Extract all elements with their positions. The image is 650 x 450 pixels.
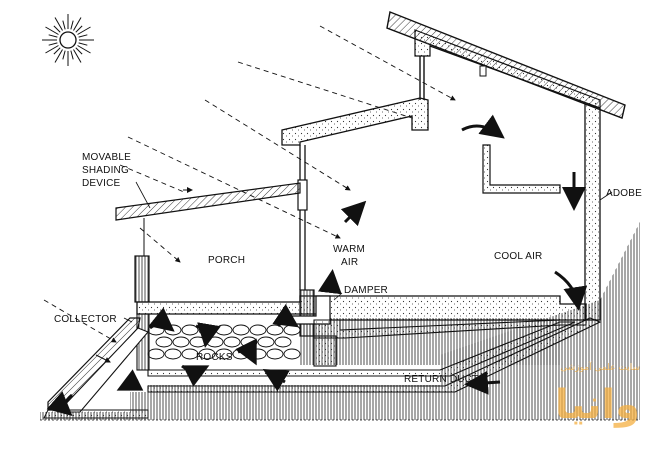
- rock: [172, 336, 190, 348]
- sun-ray: [75, 25, 83, 33]
- label-damper: DAMPER: [344, 285, 388, 296]
- rock: [181, 348, 199, 360]
- airflow-arrows: [46, 114, 588, 416]
- solar-rays: [43, 25, 456, 343]
- rock-bed: [147, 324, 301, 360]
- label-device: DEVICE: [82, 178, 121, 189]
- sun-ray: [78, 34, 88, 38]
- rock: [257, 336, 275, 348]
- adobe-wall: [584, 103, 601, 321]
- sun-ray: [48, 42, 58, 46]
- label-collector: COLLECTOR: [54, 314, 117, 325]
- sun-ray: [73, 17, 82, 31]
- sun-ray: [62, 20, 66, 30]
- solar-collector: [43, 317, 149, 419]
- sun-ray: [53, 25, 61, 33]
- sun-ray: [77, 26, 91, 35]
- labels: MOVABLE SHADING DEVICE PORCH WARM AIR CO…: [54, 152, 642, 385]
- interior-baffle: [482, 144, 561, 194]
- movable-shading-device: [115, 182, 301, 256]
- airflow-arrow-return: [464, 370, 501, 395]
- airflow-arrow-rocks-2: [195, 322, 221, 348]
- clerestory-roof: [281, 97, 429, 146]
- rock: [283, 348, 301, 360]
- rock: [164, 348, 182, 360]
- airflow-arrow-collector: [46, 391, 73, 416]
- label-return-duct: RETURN DUCT: [404, 374, 478, 385]
- rock: [155, 336, 173, 348]
- floor-slab: [136, 295, 587, 321]
- airflow-arrow-rocks-5: [181, 364, 210, 387]
- label-warm: WARM: [333, 244, 365, 255]
- airflow-arrow-top: [461, 114, 505, 139]
- watermark-logo-text: وانیا: [555, 382, 640, 428]
- rock: [274, 336, 292, 348]
- sun-ray: [70, 20, 74, 30]
- porch-pier: [134, 255, 150, 303]
- sun-ray: [75, 47, 83, 55]
- rock: [215, 324, 233, 336]
- sun-ray: [48, 34, 58, 38]
- label-cool-air: COOL AIR: [494, 251, 542, 262]
- sun-ray: [77, 45, 91, 54]
- rock: [206, 336, 224, 348]
- rock: [266, 324, 284, 336]
- rock: [198, 348, 216, 360]
- rock: [181, 324, 199, 336]
- rock: [283, 324, 301, 336]
- sun-ray: [70, 50, 74, 60]
- rock: [189, 336, 207, 348]
- rock: [223, 336, 241, 348]
- porch-post: [297, 145, 308, 290]
- watermark-logo: سایت علمی آموزشی وانیا: [555, 361, 640, 428]
- airflow-arrow-warm: [340, 200, 367, 227]
- label-movable: MOVABLE: [82, 152, 131, 163]
- sun-ray: [73, 49, 82, 63]
- label-shading: SHADING: [82, 165, 129, 176]
- airflow-arrow-rocks-3: [235, 338, 257, 366]
- airflow-arrow-rocks-4: [272, 304, 299, 328]
- label-porch: PORCH: [208, 255, 245, 266]
- airflow-arrow-rocks-1: [148, 307, 175, 332]
- leader-lines: [123, 181, 613, 323]
- sun-ray: [78, 42, 88, 46]
- sun-ray: [54, 49, 63, 63]
- sun-ray: [45, 45, 59, 54]
- rock: [215, 348, 233, 360]
- rock: [240, 336, 258, 348]
- rock: [147, 348, 165, 360]
- sun-ray: [53, 47, 61, 55]
- airflow-arrow-cool: [554, 270, 588, 311]
- label-rocks: ROCKS: [196, 352, 233, 363]
- rock: [266, 348, 284, 360]
- sun-ray: [54, 17, 63, 31]
- sun-icon: [42, 14, 94, 66]
- rock: [232, 324, 250, 336]
- watermark-small-text: سایت علمی آموزشی: [560, 361, 640, 373]
- label-air: AIR: [341, 257, 358, 268]
- label-adobe: ADOBE: [606, 188, 642, 199]
- rock: [249, 324, 267, 336]
- upper-roof: [386, 11, 626, 119]
- sun-ray: [62, 50, 66, 60]
- airflow-arrow-damper: [317, 269, 342, 295]
- sun-ray: [45, 26, 59, 35]
- airflow-arrow-return-2: [262, 368, 290, 392]
- airflow-arrow-duct-out: [116, 369, 144, 391]
